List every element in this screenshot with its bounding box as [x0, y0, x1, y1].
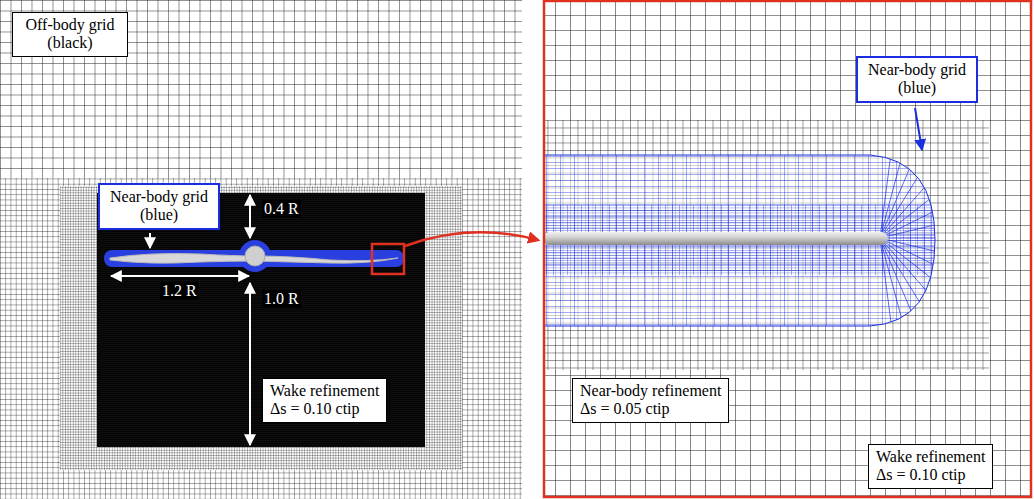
rotor-blade-tip — [543, 232, 888, 245]
dimension-label: 0.4 R — [262, 200, 301, 218]
zoom-box — [372, 244, 404, 274]
grid-line — [880, 238, 950, 239]
dimension-arrow — [249, 283, 251, 445]
grid-line — [880, 238, 941, 286]
rotor-hub — [245, 246, 265, 266]
refinement-box: Wake refinementΔs = 0.10 ctip — [262, 378, 387, 423]
dimension-arrow — [249, 195, 251, 238]
box-text: Near-body grid (blue) — [107, 188, 211, 225]
box-text: Off-body grid (black) — [20, 16, 120, 53]
near-body-grid-ground — [543, 150, 943, 330]
off-body-medium-grid — [0, 178, 522, 499]
dimension-arrow — [111, 275, 249, 277]
off-body-fine-grid — [544, 120, 989, 370]
wake-refinement-region — [97, 193, 425, 447]
near-body-grid-boundary — [543, 155, 935, 326]
off-body-coarse-grid — [544, 1, 1031, 497]
grid-label-box: Near-body grid (blue) — [98, 183, 220, 230]
zoom-panel-border — [544, 1, 1031, 497]
grid-label-box: Off-body grid (black) — [12, 12, 128, 57]
grid-line — [880, 206, 946, 238]
grid-line — [880, 177, 934, 238]
grid-line — [880, 238, 925, 311]
grid-label-box: Near-body grid (blue) — [856, 56, 978, 103]
refinement-box: Wake refinementΔs = 0.10 ctip — [868, 444, 993, 489]
box-text: Wake refinement — [270, 382, 379, 400]
dimension-label: 1.0 R — [262, 290, 301, 308]
leader-arrow — [149, 233, 151, 248]
grid-line — [880, 156, 915, 238]
box-text: Δs = 0.05 ctip — [580, 400, 721, 418]
zoom-arrow — [405, 232, 538, 246]
dimension-label: 1.2 R — [160, 282, 199, 300]
near-body-tip-lines — [880, 144, 950, 331]
grid-line — [880, 238, 904, 327]
refinement-box: Near-body refinementΔs = 0.05 ctip — [572, 378, 729, 423]
leader-arrow — [915, 108, 922, 150]
box-text: Δs = 0.10 ctip — [876, 466, 985, 484]
off-body-coarse-grid — [0, 0, 522, 499]
grid-line — [880, 222, 949, 238]
near-body-grid — [543, 144, 950, 331]
grid-line — [880, 238, 892, 332]
near-body-grid-lines — [543, 150, 943, 330]
box-text: Δs = 0.10 ctip — [270, 400, 379, 418]
box-text: Near-body refinement — [580, 382, 721, 400]
box-text: Near-body grid (blue) — [865, 61, 969, 98]
box-text: Wake refinement — [876, 448, 985, 466]
